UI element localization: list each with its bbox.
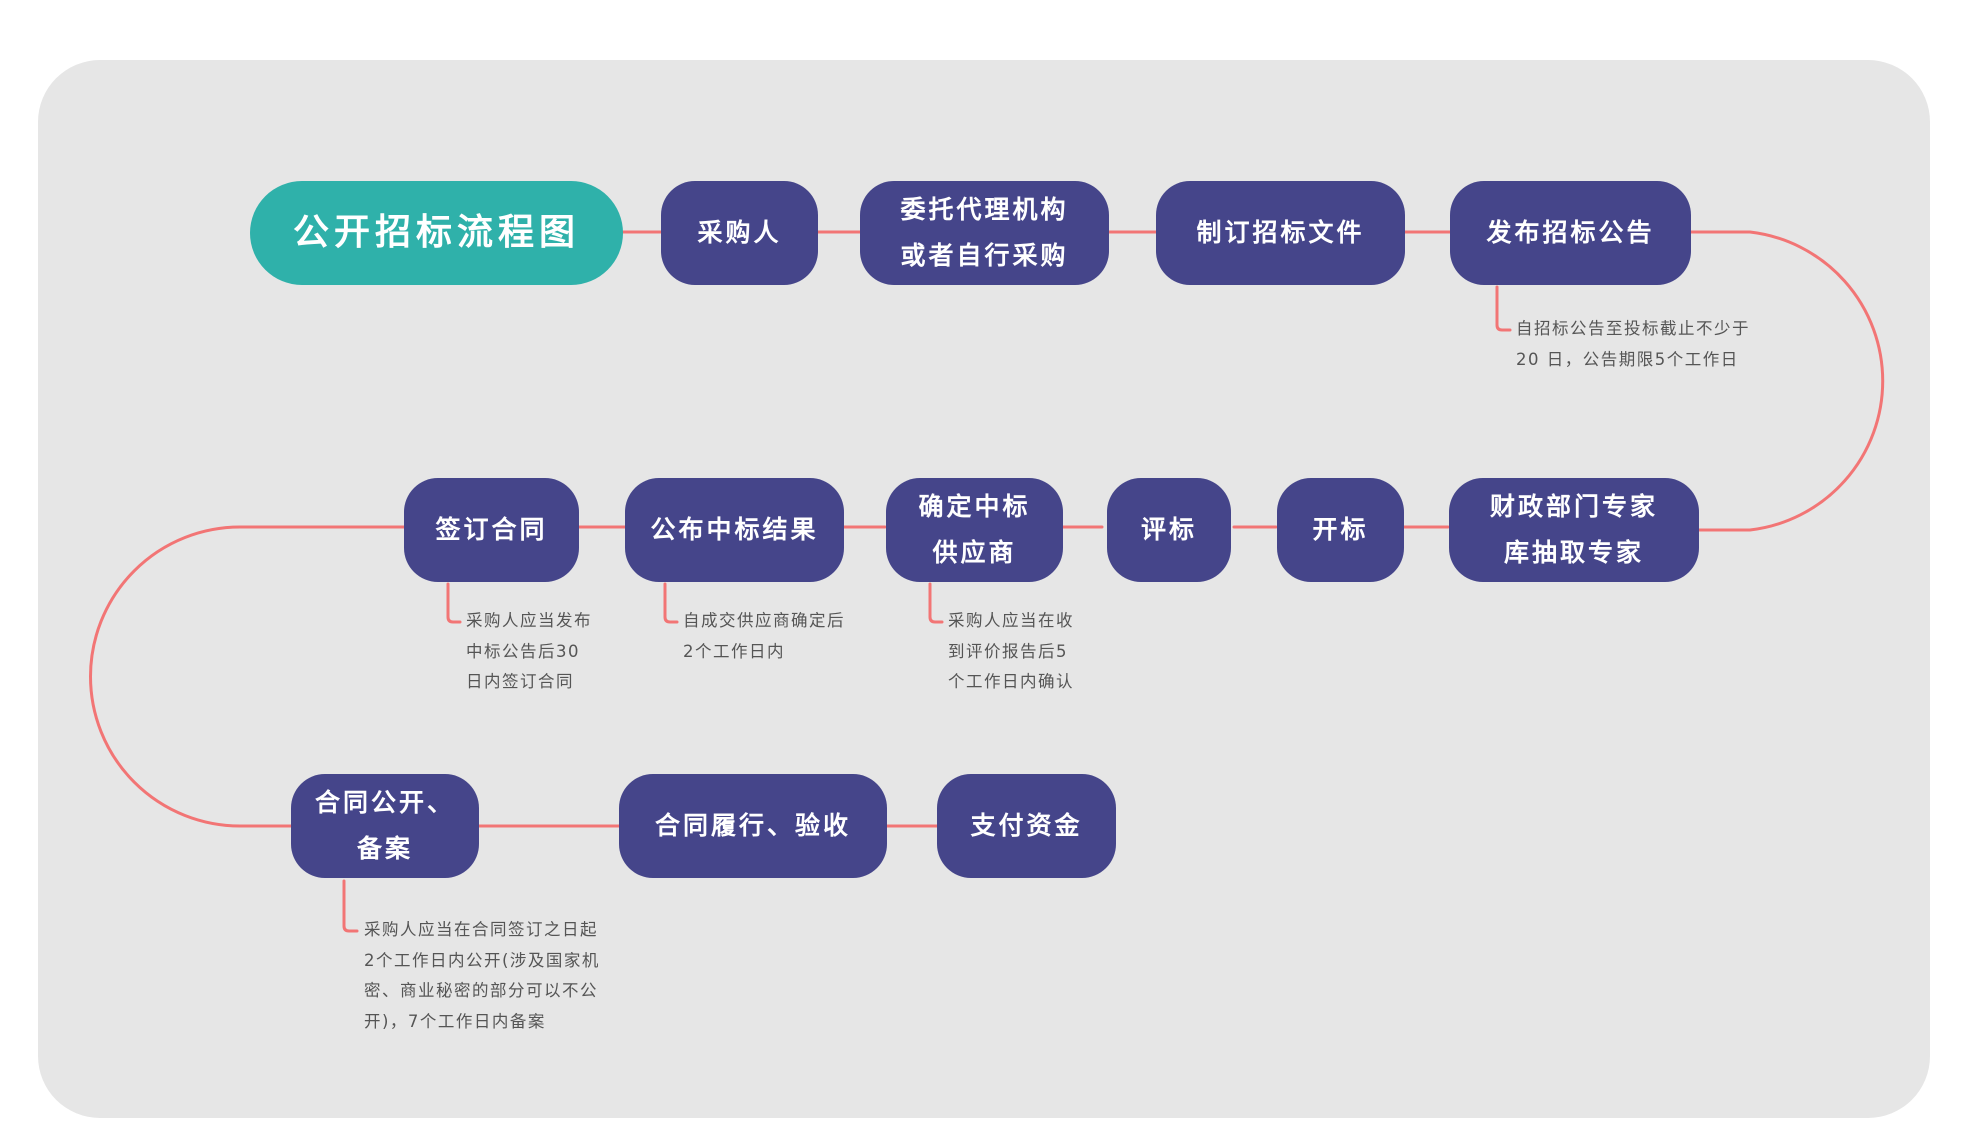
step-publish-announcement: 发布招标公告 xyxy=(1450,181,1691,285)
step-bid-opening: 开标 xyxy=(1277,478,1404,582)
step-entrust-agency: 委托代理机构 或者自行采购 xyxy=(860,181,1109,285)
note-confirm-supplier: 采购人应当在收 到评价报告后5 个工作日内确认 xyxy=(948,611,1074,691)
note-leader xyxy=(928,582,944,624)
step-contract-performance: 合同履行、验收 xyxy=(619,774,887,878)
step-sign-contract: 签订合同 xyxy=(404,478,579,582)
step-confirm-supplier: 确定中标 供应商 xyxy=(886,478,1063,582)
note-leader xyxy=(663,582,679,624)
note-announcement: 自招标公告至投标截止不少于 20 日，公告期限5个工作日 xyxy=(1516,319,1750,369)
step-publish-result: 公布中标结果 xyxy=(625,478,844,582)
step-select-experts: 财政部门专家 库抽取专家 xyxy=(1449,478,1699,582)
note-contract-public: 采购人应当在合同签订之日起 2个工作日内公开(涉及国家机 密、商业秘密的部分可以… xyxy=(364,920,600,1031)
note-leader xyxy=(342,879,359,933)
connector-curve xyxy=(89,525,406,828)
note-sign-contract: 采购人应当发布 中标公告后30 日内签订合同 xyxy=(466,611,592,691)
step-purchaser: 采购人 xyxy=(661,181,818,285)
note-leader xyxy=(446,582,462,624)
note-leader xyxy=(1495,285,1512,332)
step-payment: 支付资金 xyxy=(937,774,1116,878)
step-bid-evaluation: 评标 xyxy=(1107,478,1231,582)
note-publish-result: 自成交供应商确定后 2个工作日内 xyxy=(683,611,845,661)
step-contract-public: 合同公开、 备案 xyxy=(291,774,479,878)
diagram-title: 公开招标流程图 xyxy=(250,181,623,285)
connector-curve xyxy=(1688,230,1885,532)
step-prepare-tender-docs: 制订招标文件 xyxy=(1156,181,1405,285)
